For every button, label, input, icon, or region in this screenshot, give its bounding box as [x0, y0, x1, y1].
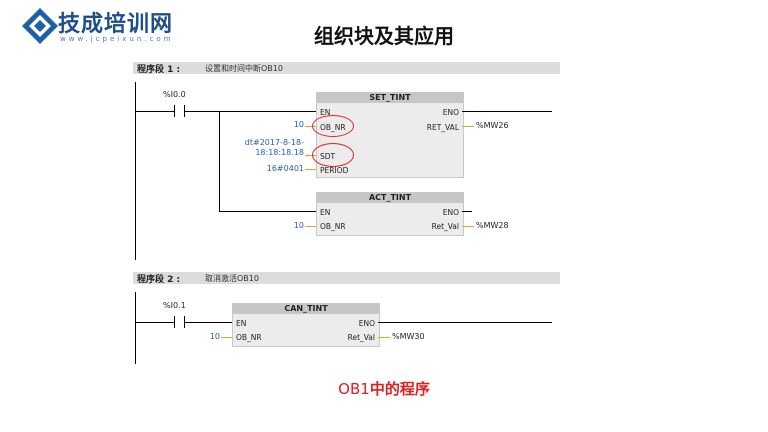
- logo-url: www.jcpeixun.com: [60, 35, 174, 43]
- caption-prefix: OB1: [338, 380, 370, 398]
- can-tint-ret-val-value[interactable]: %MW30: [392, 332, 425, 341]
- branch-wire: [219, 111, 220, 211]
- can-tint-ob-nr-value[interactable]: 10: [209, 332, 220, 341]
- set-tint-en: EN: [320, 108, 331, 117]
- can-tint-en: EN: [236, 319, 247, 328]
- act-tint-title: ACT_TINT: [317, 193, 463, 203]
- contact-i0-0-label: %I0.0: [163, 90, 186, 99]
- eno-wire: [378, 322, 552, 323]
- wire: [185, 322, 233, 323]
- wire: [185, 111, 317, 112]
- can-tint-ob-nr: OB_NR: [236, 333, 262, 342]
- pin-stub: [462, 226, 474, 227]
- wire: [135, 111, 175, 112]
- act-tint-ob-nr: OB_NR: [320, 222, 346, 231]
- pin-stub: [305, 226, 316, 227]
- logo-title: 技成培训网: [58, 12, 174, 37]
- segment-2-power-rail: [135, 292, 136, 364]
- segment-1-power-rail: [135, 82, 136, 260]
- contact-i0-0[interactable]: [174, 105, 185, 117]
- segment-1-label: 程序段 1 :: [137, 65, 181, 75]
- pin-stub: [305, 155, 316, 156]
- can-tint-title: CAN_TINT: [233, 304, 379, 314]
- contact-i0-1-label: %I0.1: [163, 301, 186, 310]
- can-tint-ret-val: Ret_Val: [347, 333, 375, 342]
- can-tint-block[interactable]: CAN_TINT EN ENO OB_NR Ret_Val: [232, 303, 380, 347]
- set-tint-period: PERIOD: [320, 166, 349, 175]
- act-tint-ret-val: Ret_Val: [431, 222, 459, 231]
- highlight-sdt-circle: [312, 143, 354, 167]
- set-tint-sdt-value-1[interactable]: dt#2017-8-18-: [244, 138, 304, 147]
- pin-stub: [378, 337, 390, 338]
- can-tint-eno: ENO: [358, 319, 375, 328]
- segment-2-desc: 取消激活OB10: [205, 274, 259, 283]
- eno-wire: [462, 111, 552, 112]
- logo: [14, 6, 214, 48]
- set-tint-period-value[interactable]: 16#0401: [266, 164, 304, 173]
- logo-diamond-icon: [22, 8, 58, 44]
- wire: [219, 211, 317, 212]
- highlight-ob-nr-circle: [312, 115, 354, 137]
- segment-2-header[interactable]: 程序段 2 : 取消激活OB10: [133, 272, 560, 285]
- wire: [135, 322, 175, 323]
- pin-stub: [305, 169, 316, 170]
- pin-stub: [221, 337, 232, 338]
- page-title: 组织块及其应用: [314, 24, 454, 48]
- act-tint-eno: ENO: [442, 208, 459, 217]
- segment-2-label: 程序段 2 :: [137, 275, 181, 285]
- act-tint-en: EN: [320, 208, 331, 217]
- caption-suffix: 中的程序: [369, 380, 430, 398]
- act-tint-ret-val-value[interactable]: %MW28: [476, 221, 509, 230]
- set-tint-ret-val: RET_VAL: [426, 123, 459, 132]
- segment-1-desc: 设置和时间中断OB10: [205, 64, 283, 73]
- caption: OB1中的程序: [0, 378, 768, 399]
- pin-stub: [305, 126, 316, 127]
- set-tint-title: SET_TINT: [317, 93, 463, 103]
- contact-i0-1[interactable]: [174, 316, 185, 328]
- pin-stub: [462, 126, 474, 127]
- eno-wire: [462, 211, 472, 212]
- act-tint-block[interactable]: ACT_TINT EN ENO OB_NR Ret_Val: [316, 192, 464, 236]
- set-tint-ret-val-value[interactable]: %MW26: [476, 121, 509, 130]
- set-tint-eno: ENO: [442, 108, 459, 117]
- set-tint-sdt-value-2[interactable]: 18:18:18.18: [255, 148, 304, 157]
- set-tint-ob-nr-value[interactable]: 10: [293, 120, 304, 129]
- act-tint-ob-nr-value[interactable]: 10: [293, 221, 304, 230]
- segment-1-header[interactable]: 程序段 1 : 设置和时间中断OB10: [133, 62, 560, 75]
